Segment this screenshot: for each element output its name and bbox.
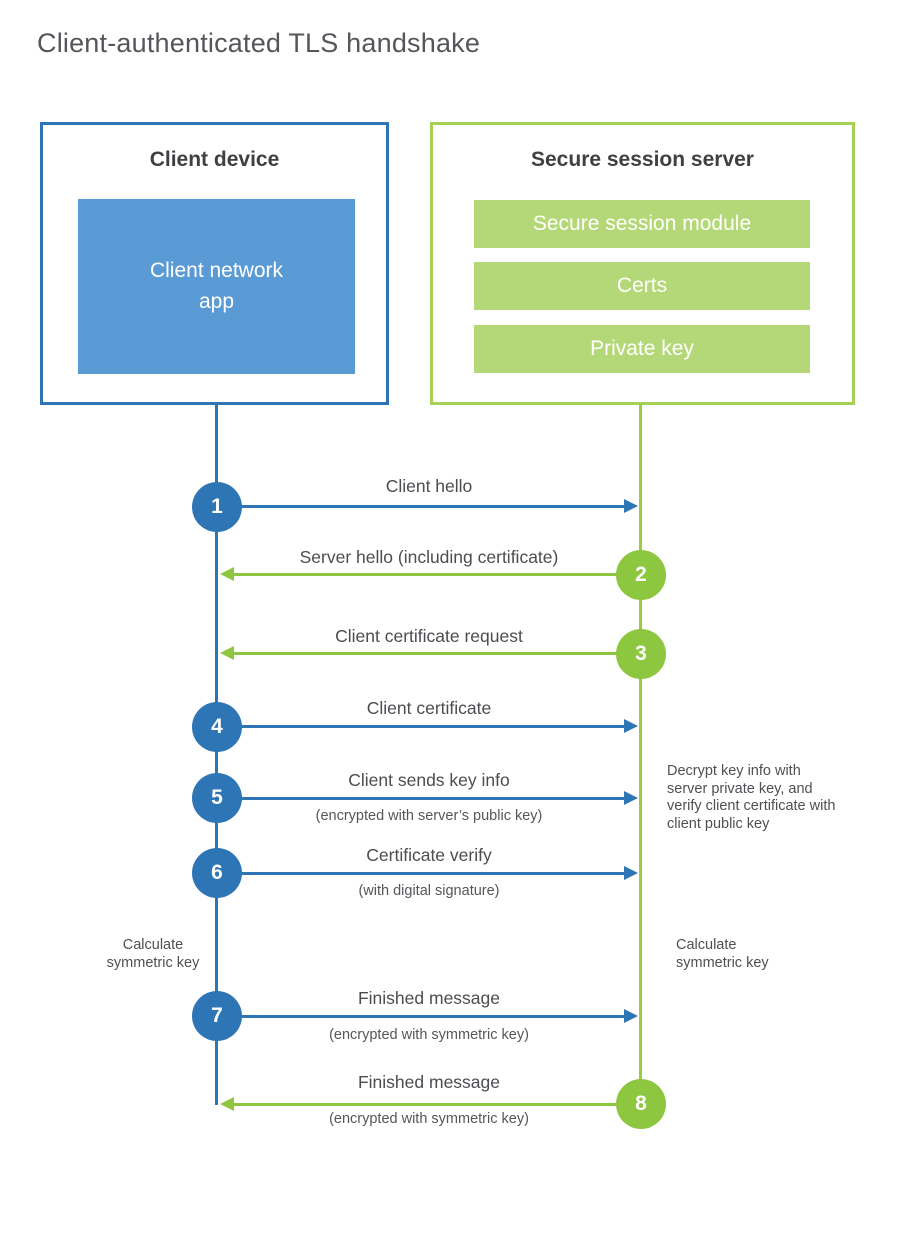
step-2-arrow-left-icon — [220, 567, 641, 581]
step-4-arrow-right-icon — [217, 719, 638, 733]
client-network-app-box: Client network app — [78, 199, 355, 374]
secure-session-server-title: Secure session server — [531, 148, 754, 171]
step-4-label: Client certificate — [366, 698, 492, 718]
server-lifeline — [639, 404, 642, 1105]
step-3-label: Client certificate request — [335, 626, 523, 646]
step-1-label: Client hello — [385, 476, 473, 496]
step-5-sublabel: (encrypted with server’s public key) — [315, 808, 543, 824]
step-6-arrow-right-icon — [217, 866, 638, 880]
step-5-label: Client sends key info — [348, 770, 510, 790]
step-7-sublabel: (encrypted with symmetric key) — [329, 1027, 529, 1043]
step-1-badge: 1 — [192, 482, 242, 532]
server-module-certs: Certs — [474, 262, 810, 310]
step-8-sublabel: (encrypted with symmetric key) — [329, 1111, 529, 1127]
step-6-label: Certificate verify — [366, 845, 492, 865]
step-5-badge: 5 — [192, 773, 242, 823]
calculate-symmetric-key-note-client: Calculate symmetric key — [106, 937, 200, 971]
step-3-arrow-left-icon — [220, 646, 641, 660]
client-network-app-label: Client network app — [149, 259, 284, 313]
page-title: Client-authenticated TLS handshake — [37, 28, 481, 58]
step-8-arrow-left-icon — [220, 1097, 641, 1111]
step-3-badge: 3 — [616, 629, 666, 679]
client-lifeline — [215, 404, 218, 1105]
step-1-arrow-right-icon — [217, 499, 638, 513]
step-7-arrow-right-icon — [217, 1009, 638, 1023]
decrypt-note: Decrypt key info with server private key… — [667, 763, 836, 833]
step-2-label: Server hello (including certificate) — [299, 547, 559, 567]
server-module-private-key: Private key — [474, 325, 810, 373]
step-6-badge: 6 — [192, 848, 242, 898]
step-2-badge: 2 — [616, 550, 666, 600]
step-5-arrow-right-icon — [217, 791, 638, 805]
step-4-badge: 4 — [192, 702, 242, 752]
step-7-label: Finished message — [357, 988, 501, 1008]
client-device-title: Client device — [149, 148, 280, 171]
step-6-sublabel: (with digital signature) — [358, 883, 500, 899]
step-8-badge: 8 — [616, 1079, 666, 1129]
server-module-secure-session-module: Secure session module — [474, 200, 810, 248]
step-7-badge: 7 — [192, 991, 242, 1041]
step-8-label: Finished message — [357, 1072, 501, 1092]
calculate-symmetric-key-note-server: Calculate symmetric key — [676, 937, 769, 971]
